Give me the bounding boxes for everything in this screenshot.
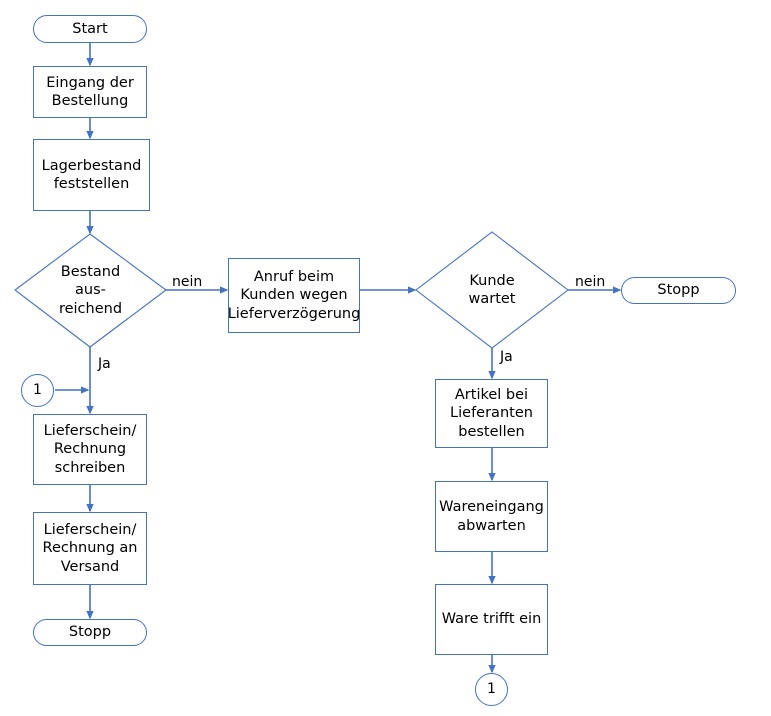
node-bestand-ausreichend[interactable]: Bestand aus- reichend: [15, 234, 166, 347]
edge-label-bestand-nein-text: nein: [172, 274, 203, 290]
node-artikel-bei-lieferanten-bestellen[interactable]: Artikel bei Lieferanten bestellen: [435, 379, 548, 448]
node-start-label: Start: [72, 20, 108, 37]
node-kunde-wartet-label: Kunde wartet: [468, 272, 516, 307]
node-kunde-wartet[interactable]: Kunde wartet: [416, 232, 568, 348]
node-anruf-beim-kunden[interactable]: Anruf beim Kunden wegen Lieferverzögerun…: [228, 258, 360, 333]
edge-label-kunde-nein: nein: [575, 275, 605, 289]
node-eingang-der-bestellung-label: Eingang der Bestellung: [46, 74, 134, 109]
node-lieferschein-rechnung-schreiben-label: Lieferschein/ Rechnung schreiben: [43, 422, 137, 476]
node-artikel-bei-lieferanten-bestellen-label: Artikel bei Lieferanten bestellen: [450, 386, 533, 440]
edge-label-kunde-ja: Ja: [500, 350, 513, 364]
node-wareneingang-abwarten[interactable]: Wareneingang abwarten: [435, 481, 548, 552]
edge-label-bestand-nein: nein: [172, 275, 202, 289]
node-ware-trifft-ein[interactable]: Ware trifft ein: [435, 584, 548, 655]
node-anruf-beim-kunden-label: Anruf beim Kunden wegen Lieferverzögerun…: [227, 268, 361, 322]
node-bestand-ausreichend-label: Bestand aus- reichend: [58, 263, 123, 317]
node-lieferschein-rechnung-an-versand-label: Lieferschein/ Rechnung an Versand: [42, 521, 138, 575]
decision-shape-bestand: [14, 233, 167, 348]
edge-label-kunde-nein-text: nein: [575, 274, 606, 290]
node-stopp-left-label: Stopp: [68, 624, 112, 641]
node-lagerbestand-feststellen-label: Lagerbestand feststellen: [41, 157, 142, 192]
node-connector-out-1-label: 1: [487, 680, 496, 697]
edge-label-bestand-ja: Ja: [98, 357, 111, 371]
node-eingang-der-bestellung[interactable]: Eingang der Bestellung: [33, 66, 147, 118]
node-ware-trifft-ein-label: Ware trifft ein: [441, 611, 542, 628]
node-lagerbestand-feststellen[interactable]: Lagerbestand feststellen: [33, 139, 150, 211]
node-lieferschein-rechnung-an-versand[interactable]: Lieferschein/ Rechnung an Versand: [33, 512, 147, 585]
node-connector-out-1[interactable]: 1: [475, 673, 508, 706]
node-connector-in-1-label: 1: [33, 381, 42, 398]
node-stopp-left[interactable]: Stopp: [33, 619, 147, 646]
node-stopp-right-label: Stopp: [657, 282, 700, 299]
node-wareneingang-abwarten-label: Wareneingang abwarten: [439, 499, 544, 534]
node-connector-in-1[interactable]: 1: [21, 374, 54, 407]
decision-shape-kunde: [415, 231, 569, 349]
node-stopp-right[interactable]: Stopp: [621, 277, 736, 304]
edge-label-bestand-ja-text: Ja: [98, 356, 111, 372]
node-start[interactable]: Start: [33, 15, 147, 43]
edge-label-kunde-ja-text: Ja: [500, 349, 513, 365]
node-lieferschein-rechnung-schreiben[interactable]: Lieferschein/ Rechnung schreiben: [33, 414, 147, 485]
